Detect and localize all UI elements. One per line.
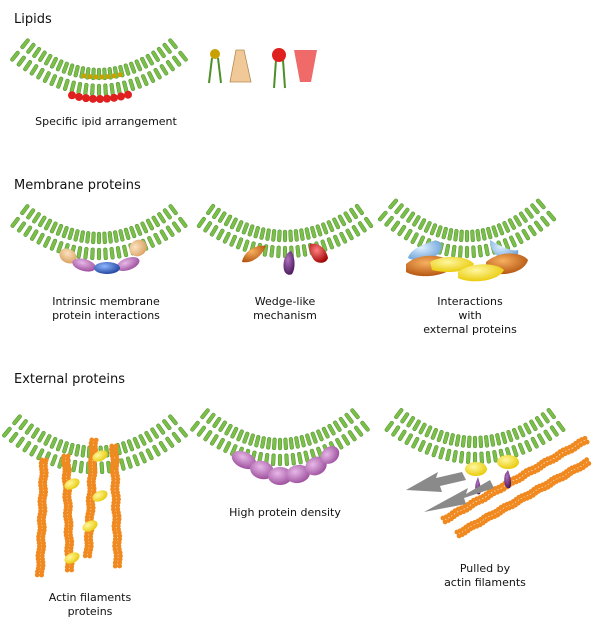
dense-proteins xyxy=(231,446,340,485)
membrane-density xyxy=(190,408,370,467)
intrinsic-proteins xyxy=(59,239,147,274)
membrane-intrinsic xyxy=(10,204,188,261)
section-title-membrane-proteins: Membrane proteins xyxy=(14,178,141,193)
actin-filaments-vertical xyxy=(34,437,123,578)
membrane-wedge xyxy=(196,203,374,259)
membrane-interactions xyxy=(377,198,557,259)
membrane-lipids xyxy=(10,38,188,97)
section-title-lipids: Lipids xyxy=(14,12,52,27)
lipid-head-row xyxy=(68,72,132,103)
membrane-actin xyxy=(2,414,188,475)
caption-interactions-external-proteins: Interactions with external proteins xyxy=(423,295,517,336)
lipid-legend xyxy=(208,48,317,89)
actin-binding-proteins xyxy=(64,450,108,564)
pull-direction-arrows xyxy=(406,472,494,512)
membrane-pulled xyxy=(384,408,566,465)
caption-wedge-like-mechanism: Wedge-like mechanism xyxy=(253,295,317,322)
wedge-proteins xyxy=(242,243,328,275)
actin-filaments-diagonal xyxy=(440,435,592,539)
caption-intrinsic-protein-interactions: Intrinsic membrane protein interactions xyxy=(52,295,160,322)
caption-actin-filaments-proteins: Actin filaments proteins xyxy=(48,591,132,618)
external-interaction-proteins xyxy=(406,240,528,282)
caption-high-protein-density: High protein density xyxy=(229,506,341,519)
section-title-external-proteins: External proteins xyxy=(14,372,126,387)
caption-specific-ipid-arrangement: Specific ipid arrangement xyxy=(35,115,177,128)
caption-pulled-by-actin-filaments: Pulled by actin filaments xyxy=(444,562,526,589)
